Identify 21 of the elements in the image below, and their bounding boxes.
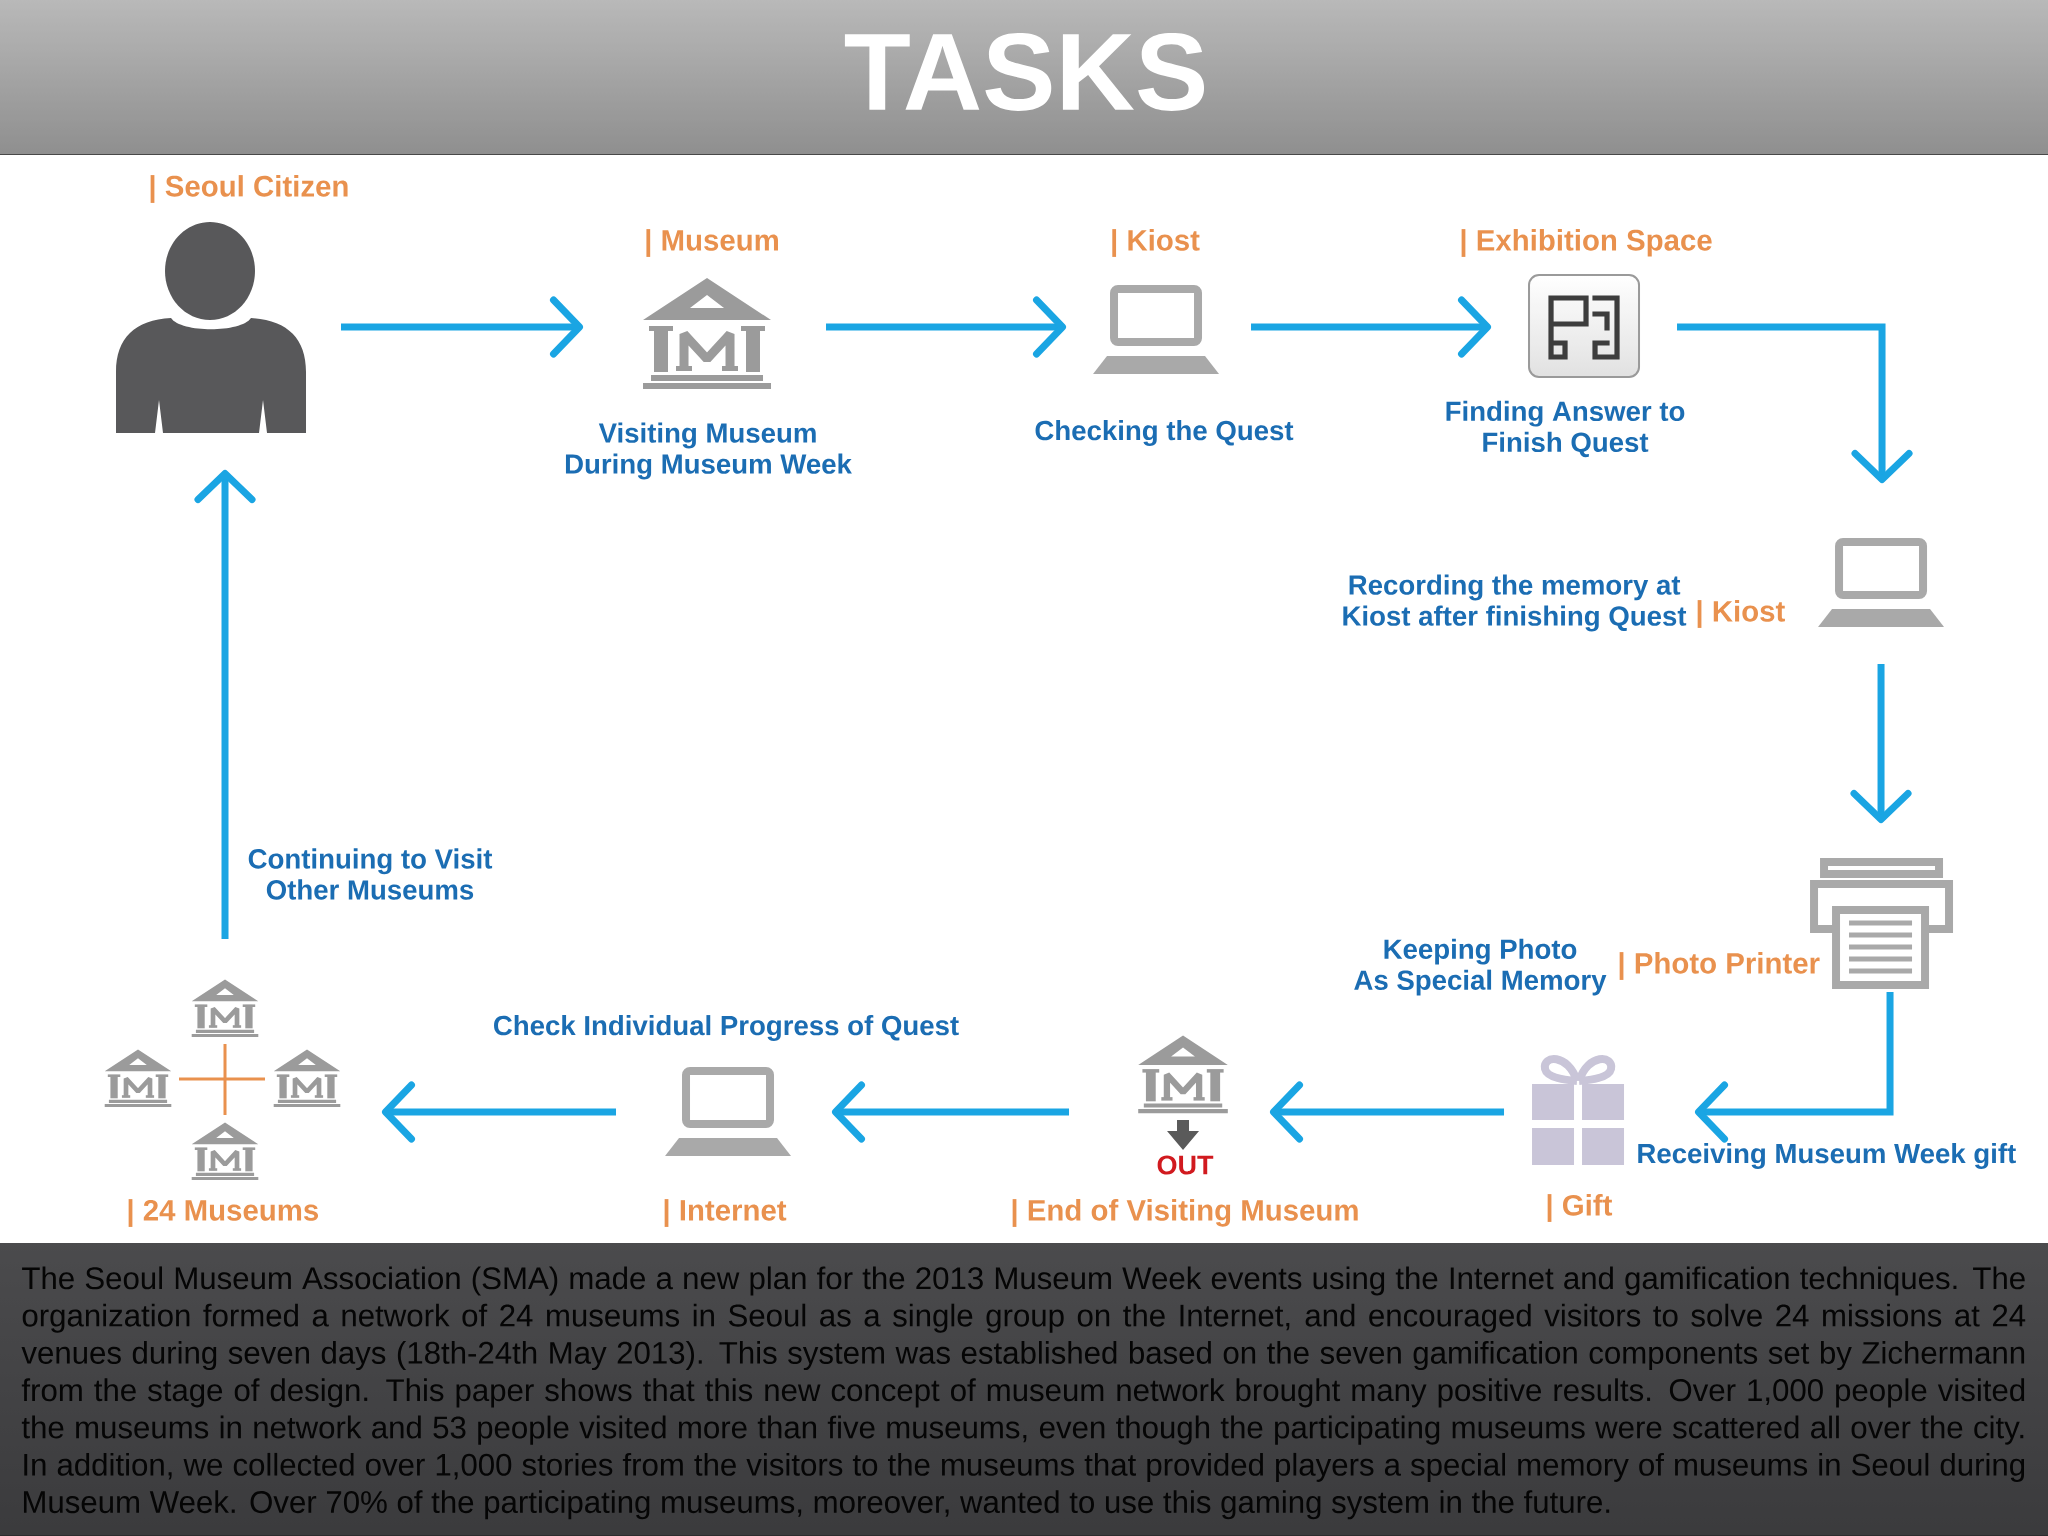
place-label: | End of Visiting Museum bbox=[1012, 1199, 1358, 1227]
place-label: | Museum bbox=[646, 229, 778, 257]
place-label: | Gift bbox=[1547, 1194, 1613, 1222]
out-label: OUT bbox=[1157, 1155, 1214, 1175]
step-description: Receiving Museum Week gift bbox=[1638, 1143, 2016, 1169]
place-label: | Photo Printer bbox=[1619, 952, 1820, 980]
place-label: | Internet bbox=[664, 1199, 787, 1227]
title-bar: TASKS bbox=[0, 0, 2048, 155]
step-description: Checking the Quest bbox=[1035, 420, 1294, 446]
step-description: Finding Answer to Finish Quest bbox=[1446, 400, 1685, 458]
place-label: | Kiost bbox=[1112, 229, 1200, 257]
step-description: Recording the memory at Kiost after finishing Quest bbox=[1343, 574, 1687, 632]
place-label: | Kiost bbox=[1697, 600, 1785, 628]
step-description: Check Individual Progress of Quest bbox=[494, 1015, 959, 1041]
caption-panel: The Seoul Museum Association (SMA) made a new plan for the 2013 Museum Week events using the Internet and gamification techniques. The organization formed a network of 24 museums in Seoul as a single group on the Internet, and encouraged visitors to solve 24 missions at 24 venues during seven days (18th-24th May 2013). This system was established based on the seven gamification components set by Zichermann from the stage of design. This paper shows that this new concept of museum network brought many positive results. Over 1,000 people visited the museums in network and 53 people visited more than five museums, even though the participating museums were scattered all over the city. In addition, we collected over 1,000 stories from the visitors to the museums that provided players a special memory of museums in Seoul during Museum Week. Over 70% of the participating museums, moreover, wanted to use this gaming system in the future. bbox=[0, 1243, 2048, 1536]
step-description: Keeping Photo As Special Memory bbox=[1354, 938, 1607, 996]
place-label: | Exhibition Space bbox=[1461, 229, 1712, 257]
edge-label: Continuing to Visit Other Museums bbox=[248, 848, 493, 900]
place-label: | Seoul Citizen bbox=[150, 175, 348, 203]
place-label: | 24 Museums bbox=[128, 1199, 319, 1227]
step-description: Visiting Museum During Museum Week bbox=[565, 422, 852, 480]
